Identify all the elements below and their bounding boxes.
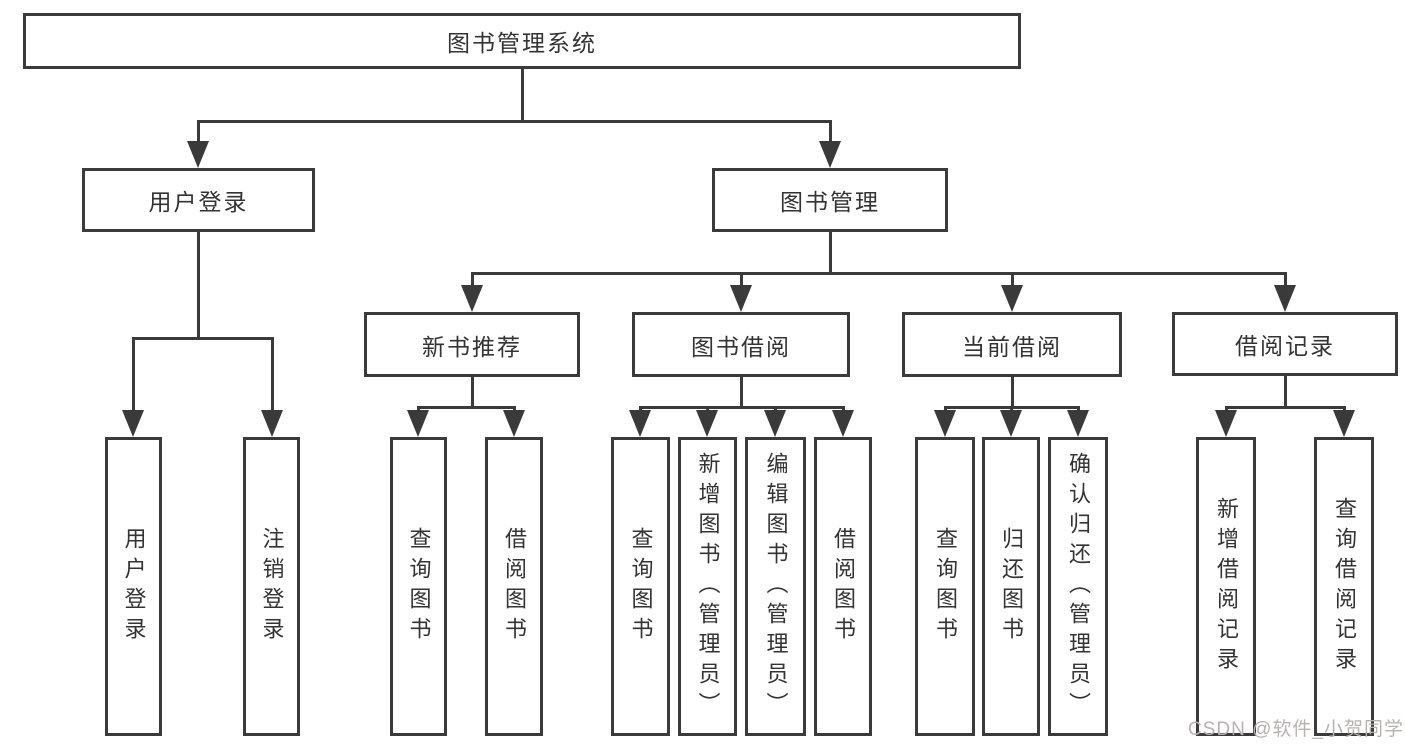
node-label: 图书管理 [780,189,880,215]
arrowhead-down-icon [261,410,283,437]
arrowhead-down-icon [503,410,525,437]
connector-line [470,272,474,292]
node-current-borrow: 当前借阅 [902,312,1122,377]
connector-line [828,120,832,148]
node-label: 借阅图书 [502,526,527,647]
arrowhead-down-icon [730,285,752,312]
arrowhead-down-icon [832,410,854,437]
node-book-borrow: 图书借阅 [632,312,850,377]
arrowhead-down-icon [764,410,786,437]
connector-line [131,337,274,340]
arrowhead-down-icon [934,410,956,437]
connector-line [739,377,743,409]
node-label: 新增借阅记录 [1214,496,1239,677]
arrowhead-down-icon [122,410,144,437]
arrowhead-down-icon [1274,285,1296,312]
arrowhead-down-icon [1001,285,1023,312]
connector-line [739,272,743,292]
connector-line [1010,377,1014,409]
node-label: 用户登录 [121,526,147,647]
node-borrow-records: 借阅记录 [1172,312,1398,376]
node-leaf-borrow-books-1: 借阅图书 [485,437,543,736]
connector-line [470,272,1287,275]
node-leaf-query-borrow-record: 查询借阅记录 [1314,437,1374,736]
node-leaf-query-books-3: 查询图书 [915,437,975,736]
node-label: 借阅记录 [1235,333,1335,359]
node-leaf-query-books-2: 查询图书 [611,437,670,736]
connector-line [131,337,135,417]
connector-line [828,232,832,275]
node-label: 归还图书 [999,526,1024,647]
arrowhead-down-icon [461,285,483,312]
node-leaf-confirm-return-admin: 确认归还（管理员） [1048,437,1108,736]
node-leaf-edit-books-admin: 编辑图书（管理员） [745,437,806,736]
arrowhead-down-icon [407,410,429,437]
node-label: 编辑图书（管理员） [763,451,789,722]
connector-line [196,120,832,123]
connector-line [270,337,274,417]
node-user-login: 用户登录 [82,168,315,232]
arrowhead-down-icon [1333,410,1355,437]
node-leaf-borrow-books-2: 借阅图书 [814,437,872,736]
node-leaf-user-login: 用户登录 [105,437,162,736]
node-label: 用户登录 [148,189,249,215]
node-leaf-add-borrow-record: 新增借阅记录 [1196,437,1256,736]
node-label: 查询图书 [933,526,958,647]
arrowhead-down-icon [1000,410,1022,437]
connector-line [416,406,516,409]
node-label: 查询图书 [406,526,432,647]
node-new-book-recommend: 新书推荐 [364,312,580,377]
arrowhead-down-icon [187,141,209,168]
connector-line [1283,272,1287,292]
node-leaf-query-books-1: 查询图书 [390,437,447,736]
node-label: 新书推荐 [422,333,522,360]
connector-line [196,232,200,340]
connector-line [638,406,845,409]
node-label: 图书管理系统 [447,30,597,56]
node-book-management: 图书管理 [712,168,948,232]
connector-line [1010,272,1014,292]
node-label: 图书借阅 [691,333,791,360]
node-label: 当前借阅 [962,333,1062,360]
arrowhead-down-icon [629,410,651,437]
connector-line [520,69,524,123]
node-label: 查询图书 [628,526,654,647]
node-label: 查询借阅记录 [1332,496,1357,677]
connector-line [1224,406,1346,409]
node-label: 新增图书（管理员） [695,451,721,722]
arrowhead-down-icon [1067,410,1089,437]
connector-line [470,377,474,409]
arrowhead-down-icon [819,141,841,168]
node-leaf-return-books: 归还图书 [982,437,1040,736]
watermark: CSDN @软件_小贺同学 [1188,719,1404,740]
node-leaf-logout: 注销登录 [243,437,300,736]
arrowhead-down-icon [1215,410,1237,437]
connector-line [1283,376,1287,409]
node-label: 借阅图书 [831,526,856,647]
node-label: 注销登录 [259,526,285,647]
connector-line [196,120,200,148]
arrowhead-down-icon [696,410,718,437]
node-leaf-add-books-admin: 新增图书（管理员） [678,437,737,736]
node-label: 确认归还（管理员） [1066,451,1091,722]
node-root: 图书管理系统 [23,13,1021,69]
